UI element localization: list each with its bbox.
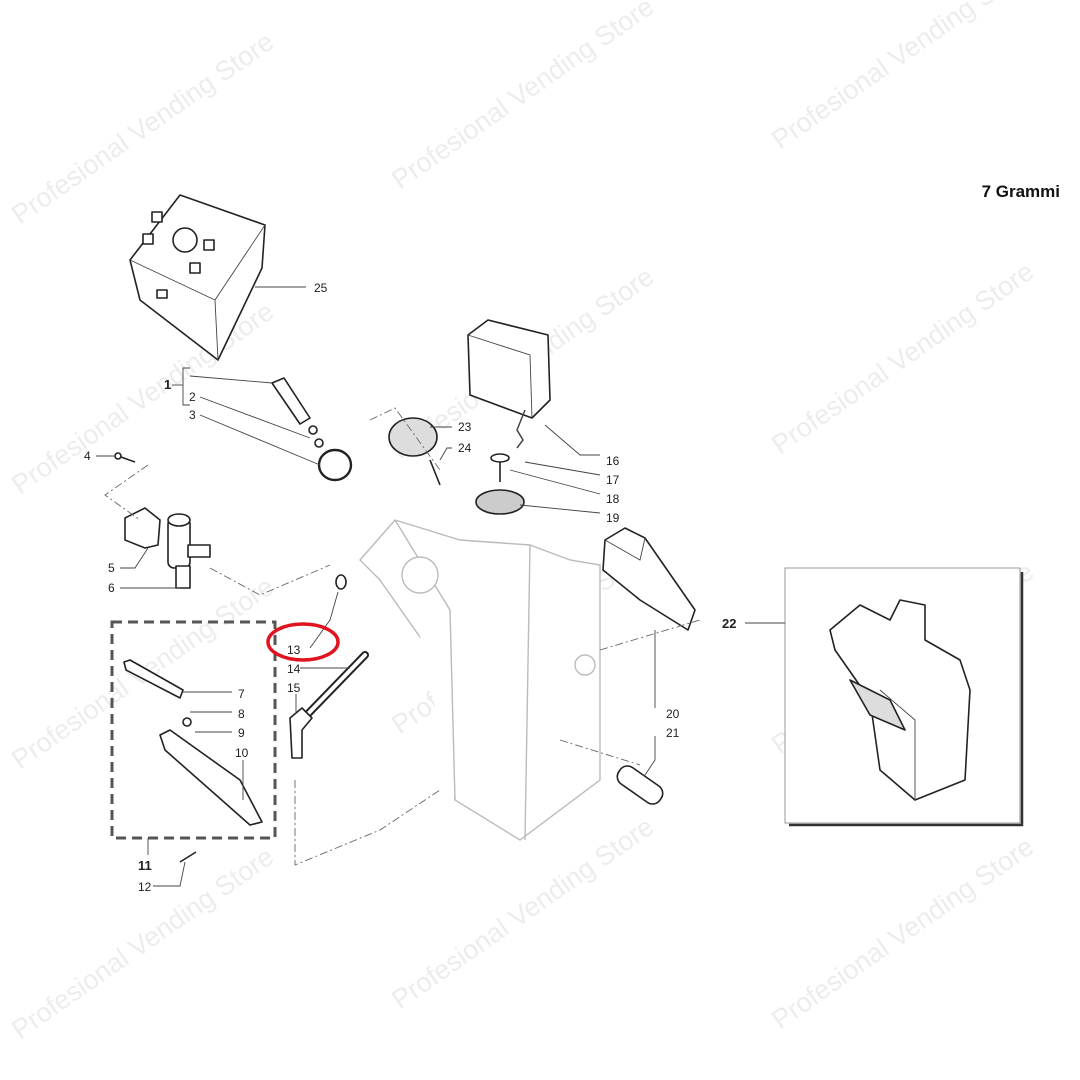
label-16[interactable]: 16	[606, 454, 620, 468]
label-2[interactable]: 2	[189, 390, 196, 404]
part-25-cover	[129, 194, 266, 361]
watermark: Profesional Vending Store	[766, 0, 1039, 155]
part-1-valve	[271, 377, 353, 482]
assembly-11-box	[110, 620, 277, 840]
part-12-screw	[179, 851, 197, 863]
watermark: Profesional Vending Store	[766, 831, 1039, 1035]
label-20[interactable]: 20	[666, 707, 680, 721]
label-4[interactable]: 4	[84, 449, 91, 463]
label-1[interactable]: 1	[164, 377, 171, 392]
label-9[interactable]: 9	[238, 726, 245, 740]
label-14[interactable]: 14	[287, 662, 301, 676]
part-18-screw	[490, 453, 510, 482]
watermarks: Profesional Vending Store Profesional Ve…	[6, 0, 1039, 1045]
watermark: Profesional Vending Store	[6, 296, 279, 500]
label-17[interactable]: 17	[606, 473, 620, 487]
label-12[interactable]: 12	[138, 880, 152, 894]
diagram-title: 7 Grammi	[982, 182, 1060, 201]
leader-lines	[96, 286, 785, 887]
label-10[interactable]: 10	[235, 746, 249, 760]
label-15[interactable]: 15	[287, 681, 301, 695]
part-20-lever	[602, 527, 696, 631]
part-16-funnel	[467, 319, 551, 449]
label-25[interactable]: 25	[314, 281, 328, 295]
part-4-screw	[114, 452, 136, 463]
watermark: Profesional Vending Store	[386, 811, 659, 1015]
part-21-knob	[616, 765, 664, 805]
part-19-screen	[475, 489, 525, 515]
label-22[interactable]: 22	[722, 616, 736, 631]
label-6[interactable]: 6	[108, 581, 115, 595]
main-housing	[359, 519, 601, 841]
part-5-6-nozzle	[124, 507, 211, 589]
part-23-filter	[388, 417, 441, 486]
part-14-tube	[289, 651, 369, 759]
label-18[interactable]: 18	[606, 492, 620, 506]
watermark: Profesional Vending Store	[6, 26, 279, 230]
inset-assembled-view	[784, 567, 1024, 827]
highlight-circle-part-13	[266, 622, 340, 662]
watermark: Profesional Vending Store	[386, 0, 659, 195]
watermark: Profesional Vending Store	[766, 256, 1039, 460]
label-19[interactable]: 19	[606, 511, 620, 525]
part-labels: 25 1 2 3 4 23 24 16 17 18 19 5 6 13 14 1…	[84, 281, 736, 894]
label-8[interactable]: 8	[238, 707, 245, 721]
label-11[interactable]: 11	[138, 858, 152, 873]
label-24[interactable]: 24	[458, 441, 472, 455]
label-7[interactable]: 7	[238, 687, 245, 701]
label-5[interactable]: 5	[108, 561, 115, 575]
label-13[interactable]: 13	[287, 643, 301, 657]
label-23[interactable]: 23	[458, 420, 472, 434]
part-13-oring	[335, 574, 347, 590]
label-21[interactable]: 21	[666, 726, 680, 740]
label-3[interactable]: 3	[189, 408, 196, 422]
part-7-10-flap	[123, 659, 263, 826]
